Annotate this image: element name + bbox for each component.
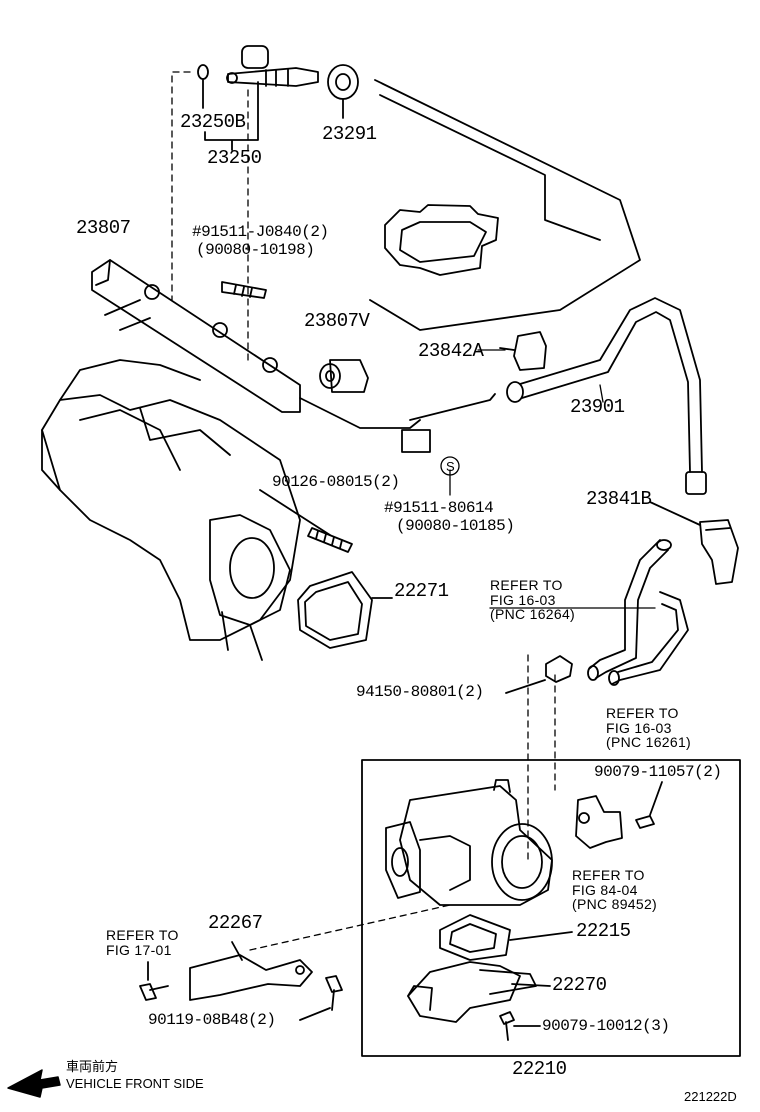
injector-23250 (197, 45, 319, 151)
figure-id: 221222D (684, 1089, 737, 1104)
s-mark (440, 456, 460, 476)
fuel-hose-23901 (506, 297, 707, 495)
refer-line: REFER TO (606, 705, 679, 721)
label-90079-11057: 90079-11057(2) (594, 763, 722, 781)
idle-air-control (575, 781, 663, 849)
refer-line: REFER TO (106, 927, 179, 943)
label-23901: 23901 (570, 396, 625, 418)
throttle-assembly-box (361, 759, 741, 1057)
refer-line: (PNC 16264) (490, 606, 576, 623)
refer-line: REFER TO (572, 867, 645, 883)
clamp-23842A (499, 331, 547, 371)
gasket-22271 (297, 571, 393, 649)
fuel-rail-23807 (91, 259, 496, 453)
bolt-91511-J0840 (221, 281, 267, 299)
throttle-body (385, 779, 553, 906)
sensor-22270 (407, 961, 551, 1023)
refer-line: REFER TO (490, 577, 563, 593)
label-22271: 22271 (394, 580, 449, 602)
insulator-23291 (327, 64, 359, 119)
label-bolt-90080-10198: (90080-10198) (196, 241, 315, 259)
label-23807: 23807 (76, 217, 131, 239)
vehicle-front-jp: 車両前方 (66, 1059, 119, 1074)
label-23250: 23250 (207, 147, 262, 169)
label-22210: 22210 (512, 1058, 567, 1080)
label-23250B: 23250B (180, 111, 246, 133)
clip-23841B (649, 501, 739, 585)
bolt-90079-10012 (499, 1011, 541, 1041)
label-23291: 23291 (322, 123, 377, 145)
refer-line: FIG 17-01 (106, 941, 172, 958)
label-23842A: 23842A (418, 340, 484, 362)
refer-fig-16-03-a: REFER TO FIG 16-03 (PNC 16264) (490, 578, 575, 622)
stud-90126-08015 (259, 489, 353, 553)
label-bolt-90080-10185: (90080-10185) (396, 517, 515, 535)
label-22270: 22270 (552, 974, 607, 996)
refer-fig-16-03-b: REFER TO FIG 16-03 (PNC 16261) (606, 706, 691, 750)
label-stud-90126-08015: 90126-08015(2) (272, 473, 400, 491)
label-nut-94150-80801: 94150-80801(2) (356, 683, 484, 701)
refer-fig-84-04: REFER TO FIG 84-04 (PNC 89452) (572, 868, 657, 912)
label-90119-08B48: 90119-08B48(2) (148, 1011, 276, 1029)
s-mark-label: S (446, 459, 455, 474)
bracket-22267 (189, 941, 313, 1001)
intake-manifold (41, 359, 301, 661)
label-23841B: 23841B (586, 488, 652, 510)
refer-line: FIG 16-03 (490, 591, 556, 608)
water-hoses (587, 539, 689, 686)
label-22267: 22267 (208, 912, 263, 934)
label-23807V: 23807V (304, 310, 370, 332)
refer-fig-17-01: REFER TO FIG 17-01 (106, 928, 179, 957)
label-bolt-91511-J0840: #91511-J0840(2) (192, 223, 329, 241)
label-90079-10012: 90079-10012(3) (542, 1017, 670, 1035)
refer-line: FIG 84-04 (572, 881, 638, 898)
refer-line: FIG 16-03 (606, 719, 672, 736)
refer-line: (PNC 89452) (572, 896, 658, 913)
engine-cover-outline (369, 79, 641, 331)
nut-94150-80801 (505, 655, 573, 694)
gasket-22215 (439, 914, 573, 961)
refer-line: (PNC 16261) (606, 734, 692, 751)
vehicle-front-en: VEHICLE FRONT SIDE (66, 1076, 204, 1091)
label-bolt-91511-80614: #91511-80614 (384, 499, 494, 517)
collar-23807V (319, 359, 369, 393)
vehicle-front-arrow (7, 1069, 61, 1098)
bracket-bolts (139, 961, 343, 1021)
label-22215: 22215 (576, 920, 631, 942)
